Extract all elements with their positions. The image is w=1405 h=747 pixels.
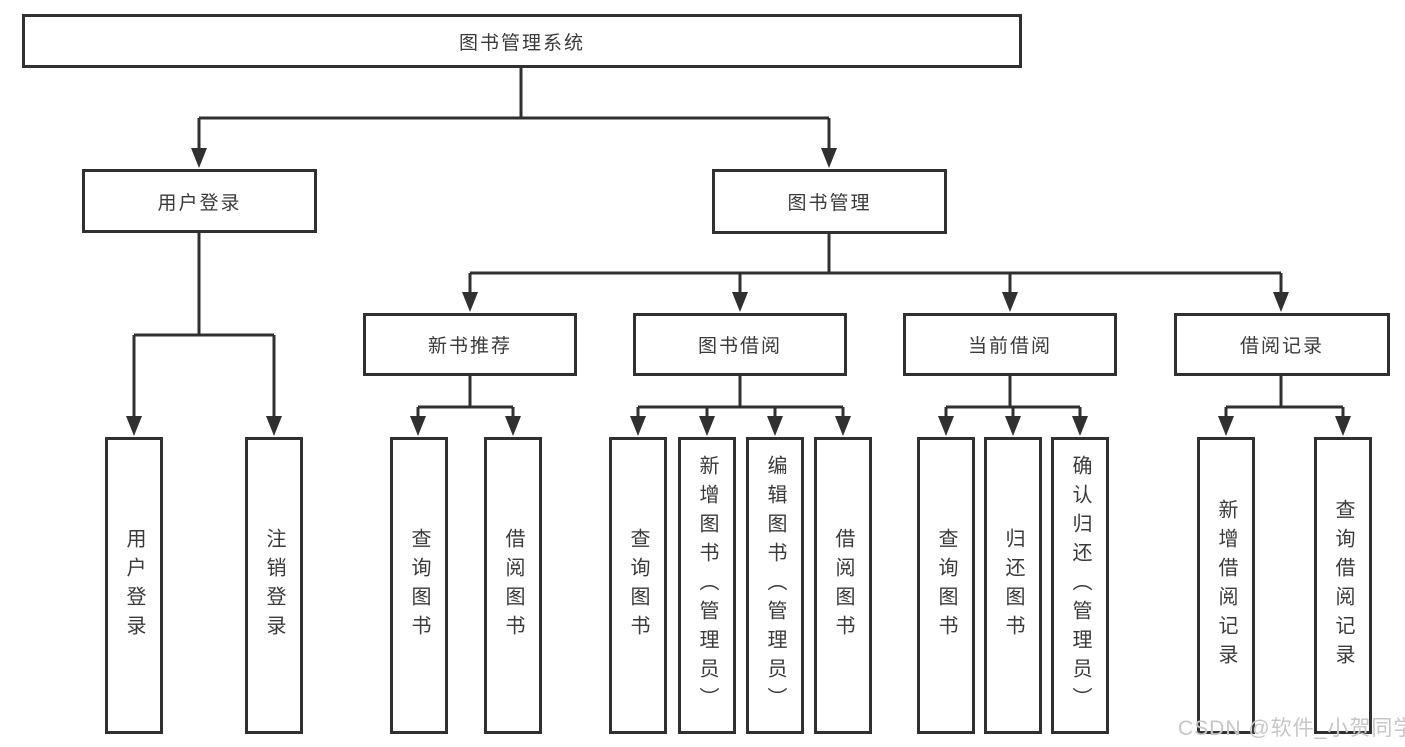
node-new-book-recommend-label: 新书推荐 (427, 336, 512, 357)
node-leaf-add-book-admin: 新增图书（管理员） (678, 437, 736, 734)
node-leaf-return-books: 归还图书 (984, 437, 1042, 734)
node-book-borrow: 图书借阅 (633, 313, 847, 376)
node-current-borrow: 当前借阅 (903, 313, 1117, 376)
node-new-book-recommend: 新书推荐 (363, 313, 577, 376)
node-leaf-logout: 注销登录 (245, 437, 303, 734)
node-current-borrow-label: 当前借阅 (967, 336, 1052, 357)
node-leaf-borrow-books-1: 借阅图书 (484, 437, 542, 734)
node-user-login-label: 用户登录 (157, 192, 242, 214)
node-root-label: 图书管理系统 (458, 32, 585, 54)
node-leaf-add-borrow-record: 新增借阅记录 (1197, 437, 1255, 734)
node-leaf-edit-book-admin: 编辑图书（管理员） (746, 437, 804, 734)
node-user-login: 用户登录 (82, 169, 317, 233)
node-leaf-query-books-2: 查询图书 (609, 437, 667, 734)
node-leaf-user-login: 用户登录 (105, 437, 163, 734)
node-leaf-query-borrow-record: 查询借阅记录 (1314, 437, 1372, 734)
arrowheads (126, 148, 1351, 436)
node-book-management-label: 图书管理 (787, 193, 872, 214)
node-leaf-query-books-3: 查询图书 (917, 437, 975, 734)
node-leaf-confirm-return-admin: 确认归还（管理员） (1051, 437, 1109, 734)
node-book-borrow-label: 图书借阅 (697, 336, 782, 357)
node-borrow-records-label: 借阅记录 (1239, 336, 1324, 357)
node-leaf-borrow-books-2: 借阅图书 (814, 437, 872, 734)
node-root: 图书管理系统 (22, 14, 1022, 68)
node-leaf-query-books-1: 查询图书 (390, 437, 448, 734)
watermark: CSDN @软件_小贺同学 (1178, 717, 1405, 740)
node-book-management: 图书管理 (712, 169, 947, 234)
node-borrow-records: 借阅记录 (1174, 313, 1390, 376)
